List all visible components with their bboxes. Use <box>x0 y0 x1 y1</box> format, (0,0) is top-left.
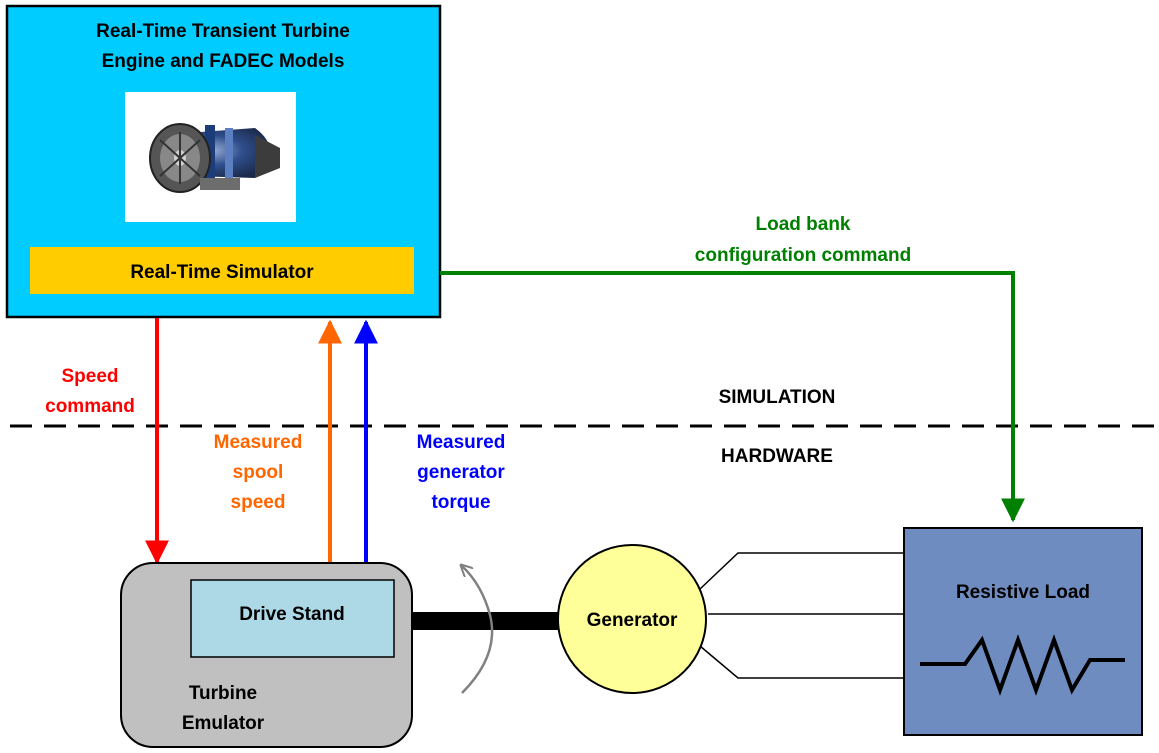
turbine-engine-photo <box>125 92 296 222</box>
resistive-load: Resistive Load <box>903 527 1143 736</box>
turbine-emulator-label-line2: Emulator <box>182 713 265 734</box>
turbine-emulator: Drive Stand Turbine Emulator <box>120 562 413 748</box>
generator-circle <box>557 544 707 694</box>
power-wires <box>699 552 906 679</box>
spool-speed-line1: Measured <box>214 432 303 453</box>
speed-command-line2: command <box>45 396 135 417</box>
speed-command-line1: Speed <box>61 366 118 387</box>
drive-stand-label: Drive Stand <box>239 604 345 625</box>
generator-torque-line3: torque <box>431 492 490 513</box>
simulation-box-title-line2: Engine and FADEC Models <box>102 51 345 72</box>
drive-shaft <box>410 612 565 630</box>
load-bank-command-label: Load bank configuration command <box>695 214 911 266</box>
simulation-box-title-line1: Real-Time Transient Turbine <box>96 21 350 42</box>
hardware-zone-label: HARDWARE <box>721 446 833 467</box>
rotation-arrow-icon <box>462 566 494 694</box>
load-bank-command-arrow <box>440 271 1025 523</box>
generator-torque-label: Measured generator torque <box>417 432 506 513</box>
spool-speed-line3: speed <box>231 492 286 513</box>
spool-speed-line2: spool <box>233 462 284 483</box>
turbine-emulator-label-line1: Turbine <box>189 683 257 704</box>
generator-label: Generator <box>587 610 678 631</box>
power-wire-top <box>699 552 906 590</box>
load-bank-command-line2: configuration command <box>695 245 911 266</box>
generator-torque-line1: Measured <box>417 432 506 453</box>
spool-speed-label: Measured spool speed <box>214 432 303 513</box>
simulation-box: Real-Time Transient Turbine Engine and F… <box>5 4 442 319</box>
drive-stand-box <box>190 579 395 658</box>
generator-torque-line2: generator <box>417 462 505 483</box>
load-bank-command-line1: Load bank <box>755 214 850 235</box>
simulation-zone-label: SIMULATION <box>719 387 836 408</box>
resistive-load-label: Resistive Load <box>956 582 1090 603</box>
resistive-load-box <box>903 527 1143 736</box>
real-time-simulator-label: Real-Time Simulator <box>130 262 314 283</box>
generator: Generator <box>557 544 707 694</box>
power-wire-bottom <box>699 645 906 679</box>
resistor-icon <box>920 634 1125 696</box>
speed-command-label: Speed command <box>45 366 135 417</box>
real-time-simulator-bar <box>30 247 414 294</box>
